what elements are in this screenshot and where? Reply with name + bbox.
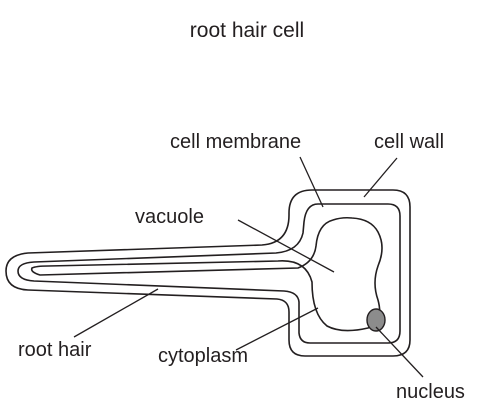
- cell-membrane-leader: [300, 157, 323, 207]
- cytoplasm-leader: [236, 308, 318, 350]
- diagram-title: root hair cell: [190, 19, 304, 42]
- label-cell-wall: cell wall: [374, 131, 444, 153]
- label-nucleus: nucleus: [396, 381, 465, 403]
- root-hair-leader: [74, 289, 158, 337]
- label-root-hair: root hair: [18, 339, 92, 361]
- label-vacuole: vacuole: [135, 206, 204, 228]
- label-cell-membrane: cell membrane: [170, 131, 301, 153]
- cell-wall-leader: [364, 158, 397, 197]
- label-cytoplasm: cytoplasm: [158, 345, 248, 367]
- vacuole-outline: [32, 218, 382, 331]
